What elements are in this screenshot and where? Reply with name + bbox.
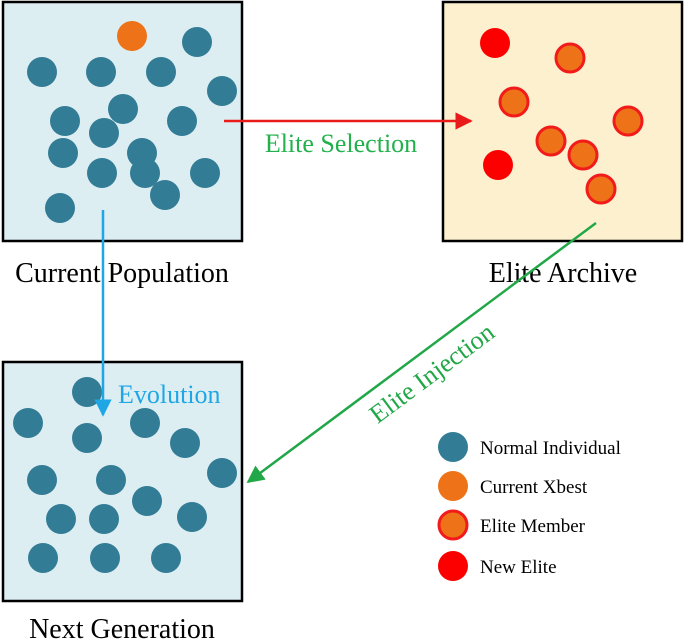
normal-individual: [207, 458, 237, 488]
normal-individual: [130, 408, 160, 438]
normal-individual: [27, 57, 57, 87]
normal-individual: [86, 57, 116, 87]
next-generation-label: Next Generation: [29, 614, 215, 641]
normal-individual: [190, 158, 220, 188]
elite-member: [554, 42, 586, 74]
normal-individual: [182, 27, 212, 57]
normal-individual: [130, 158, 160, 188]
normal-individual: [28, 543, 58, 573]
normal-individual: [46, 504, 76, 534]
new-elite: [483, 150, 513, 180]
normal-individual: [90, 543, 120, 573]
next-generation-box: [1, 360, 244, 603]
normal-individual: [146, 57, 176, 87]
elite-member: [612, 105, 644, 137]
legend-xbest-label: Current Xbest: [480, 477, 588, 498]
normal-individual: [45, 193, 75, 223]
normal-individual: [89, 504, 119, 534]
current-population-box: [1, 0, 244, 243]
legend-elite-label: Elite Member: [480, 516, 586, 537]
normal-individual: [27, 465, 57, 495]
elite-member: [585, 173, 617, 205]
elite-member: [567, 139, 599, 171]
normal-individual: [72, 423, 102, 453]
elite-selection-label: Elite Selection: [265, 129, 417, 158]
normal-individual: [108, 94, 138, 124]
normal-individual: [207, 76, 237, 106]
normal-individual: [72, 377, 102, 407]
normal-individual: [167, 106, 197, 136]
normal-individual: [96, 465, 126, 495]
elite-member: [498, 86, 530, 118]
legend-xbest-swatch: [438, 471, 468, 501]
normal-individual: [48, 138, 78, 168]
elite-member: [535, 125, 567, 157]
xbest-individual: [117, 21, 147, 51]
evolution-label: Evolution: [118, 380, 221, 409]
legend-elite-swatch: [437, 509, 469, 541]
legend-new-elite-swatch: [438, 551, 468, 581]
legend: Normal Individual Current Xbest Elite Me…: [437, 432, 621, 581]
current-population-label: Current Population: [15, 258, 229, 289]
elite-archive-box: [441, 0, 684, 243]
elite-injection-arrow: [246, 221, 597, 484]
normal-individual: [87, 158, 117, 188]
new-elite: [480, 28, 510, 58]
elite-archive-label: Elite Archive: [489, 258, 638, 289]
normal-individual: [13, 408, 43, 438]
normal-individual: [50, 106, 80, 136]
elite-injection-label: Elite Injection: [364, 317, 500, 429]
normal-individual: [150, 180, 180, 210]
normal-individual: [151, 543, 181, 573]
normal-individual: [177, 502, 207, 532]
legend-new-elite-label: New Elite: [480, 557, 557, 578]
normal-individual: [170, 428, 200, 458]
normal-individual: [89, 118, 119, 148]
normal-individual: [132, 486, 162, 516]
legend-normal-label: Normal Individual: [480, 438, 621, 459]
legend-normal-swatch: [438, 432, 468, 462]
